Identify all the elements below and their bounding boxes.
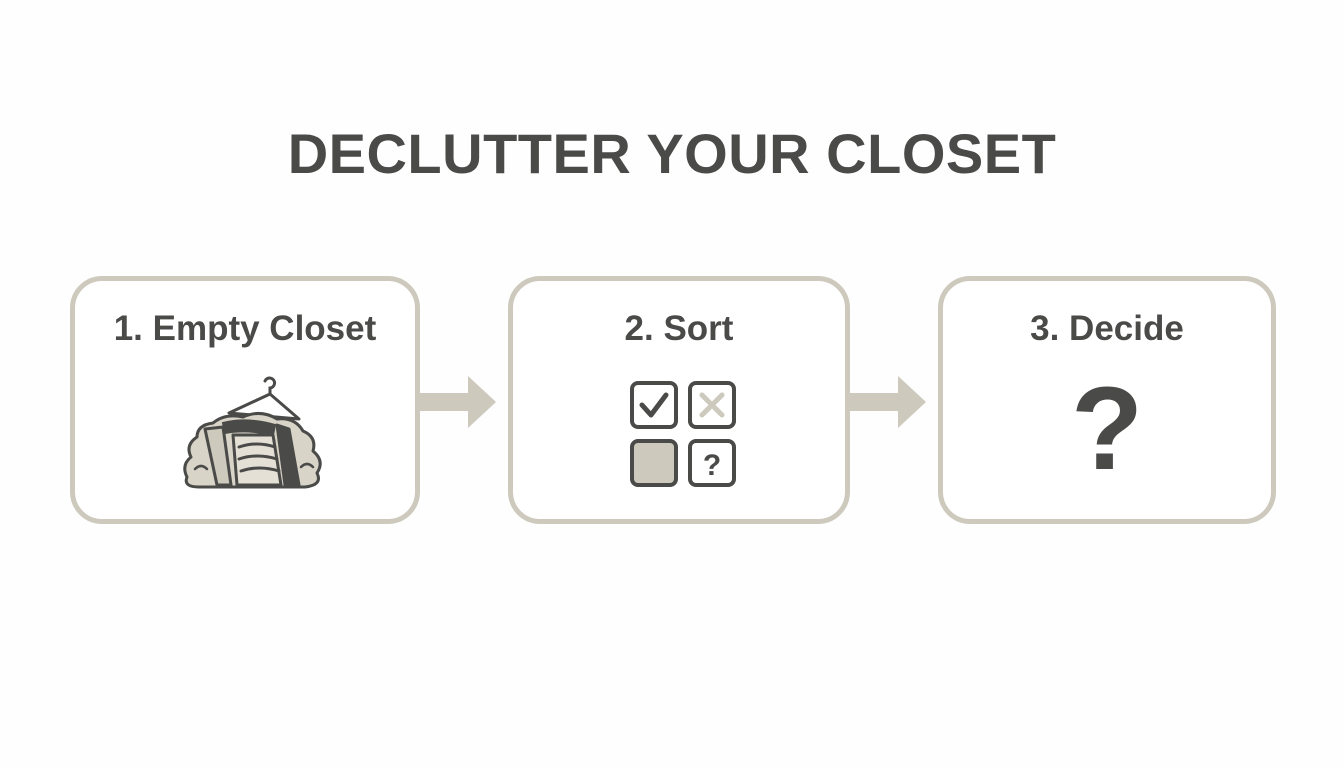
step-label: 3. Decide <box>1030 309 1184 348</box>
step-card-empty-closet: 1. Empty Closet <box>70 276 420 524</box>
check-box-icon <box>630 381 678 429</box>
grid-question-mark: ? <box>703 449 721 482</box>
arrow-right-icon <box>848 376 926 428</box>
filled-box-icon <box>630 439 678 487</box>
question-mark-icon: ? <box>1070 363 1144 495</box>
clothes-pile-icon <box>183 376 322 489</box>
step-label: 2. Sort <box>624 309 734 348</box>
arrow-right-icon <box>418 376 496 428</box>
sort-grid-icon: ? <box>630 381 736 487</box>
step-card-decide: 3. Decide ? <box>938 276 1276 524</box>
question-box-icon <box>688 439 736 487</box>
diagram-title: DECLUTTER YOUR CLOSET <box>287 121 1057 185</box>
step-card-sort: 2. Sort ? <box>508 276 850 524</box>
step-label: 1. Empty Closet <box>113 309 377 348</box>
